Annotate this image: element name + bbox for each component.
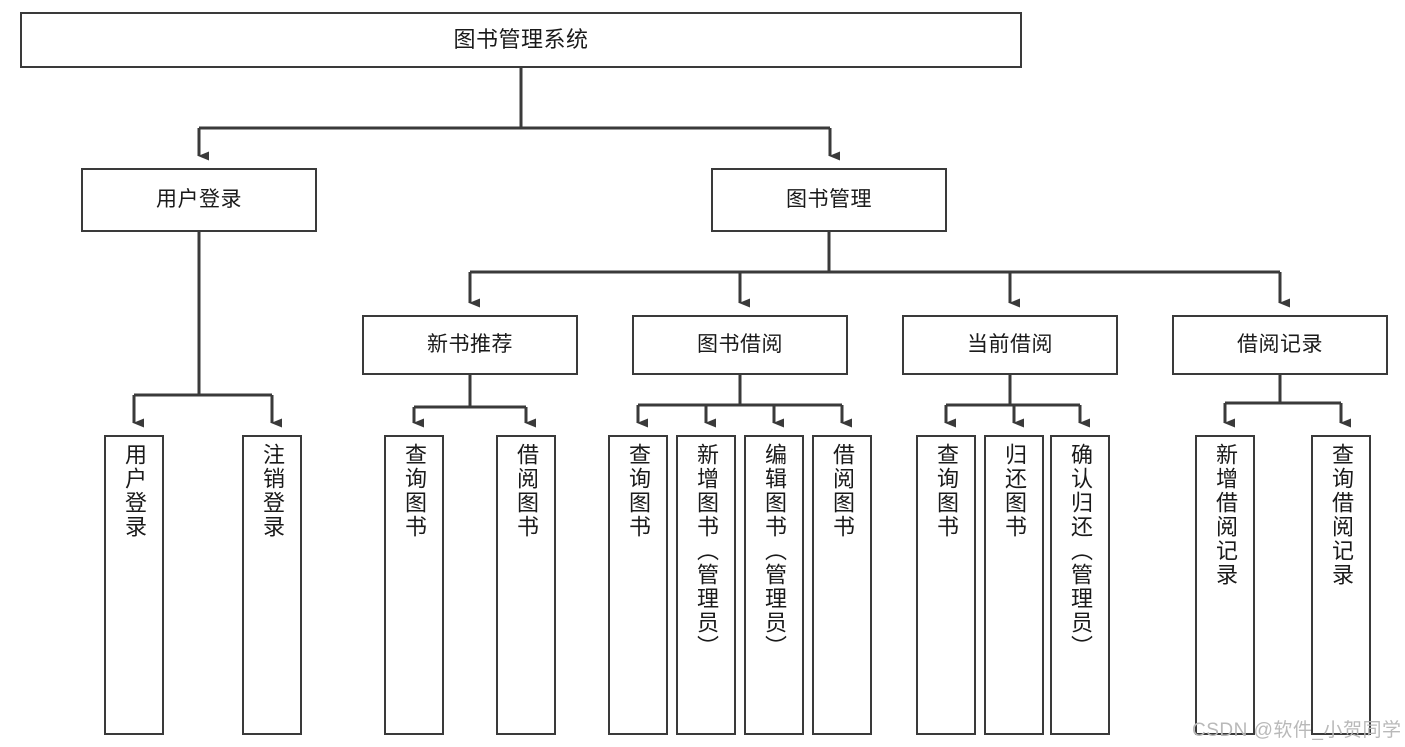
node-current-borrow[interactable]: 当前借阅 bbox=[902, 315, 1118, 375]
node-label: 归还图书 bbox=[1002, 443, 1027, 539]
node-label: 查询图书 bbox=[934, 443, 959, 539]
node-book-borrow[interactable]: 图书借阅 bbox=[632, 315, 848, 375]
node-label: 查询图书 bbox=[402, 443, 427, 539]
node-label: 注销登录 bbox=[260, 443, 285, 539]
node-book-management[interactable]: 图书管理 bbox=[711, 168, 947, 232]
csdn-watermark: CSDN @软件_小贺同学 bbox=[1192, 720, 1402, 741]
node-label: 借阅记录 bbox=[1237, 332, 1323, 356]
node-leaf-borrow-book-1[interactable]: 借阅图书 bbox=[496, 435, 556, 735]
node-label: 新增借阅记录 bbox=[1213, 443, 1238, 587]
node-leaf-add-book[interactable]: 新增图书（管理员） bbox=[676, 435, 736, 735]
node-leaf-add-record[interactable]: 新增借阅记录 bbox=[1195, 435, 1255, 735]
node-user-login[interactable]: 用户登录 bbox=[81, 168, 317, 232]
node-book-management-system[interactable]: 图书管理系统 bbox=[20, 12, 1022, 68]
node-leaf-query-book-2[interactable]: 查询图书 bbox=[608, 435, 668, 735]
node-leaf-query-record[interactable]: 查询借阅记录 bbox=[1311, 435, 1371, 735]
node-leaf-confirm-return[interactable]: 确认归还（管理员） bbox=[1050, 435, 1110, 735]
node-leaf-query-book-1[interactable]: 查询图书 bbox=[384, 435, 444, 735]
node-leaf-query-book-3[interactable]: 查询图书 bbox=[916, 435, 976, 735]
node-label: 查询图书 bbox=[626, 443, 651, 539]
node-label: 用户登录 bbox=[122, 443, 147, 539]
node-label: 当前借阅 bbox=[967, 332, 1053, 356]
node-label: 图书管理系统 bbox=[453, 27, 589, 53]
node-leaf-user-login[interactable]: 用户登录 bbox=[104, 435, 164, 735]
node-label: 图书借阅 bbox=[697, 332, 783, 356]
node-label: 查询借阅记录 bbox=[1329, 443, 1354, 587]
node-label: 图书管理 bbox=[786, 187, 872, 211]
node-label: 确认归还（管理员） bbox=[1068, 443, 1093, 659]
node-leaf-logout[interactable]: 注销登录 bbox=[242, 435, 302, 735]
node-label: 编辑图书（管理员） bbox=[762, 443, 787, 659]
node-new-book-recommend[interactable]: 新书推荐 bbox=[362, 315, 578, 375]
node-label: 用户登录 bbox=[156, 187, 242, 211]
node-leaf-edit-book[interactable]: 编辑图书（管理员） bbox=[744, 435, 804, 735]
node-leaf-borrow-book-2[interactable]: 借阅图书 bbox=[812, 435, 872, 735]
node-borrow-record[interactable]: 借阅记录 bbox=[1172, 315, 1388, 375]
node-leaf-return-book[interactable]: 归还图书 bbox=[984, 435, 1044, 735]
node-label: 借阅图书 bbox=[830, 443, 855, 539]
node-label: 新增图书（管理员） bbox=[694, 443, 719, 659]
node-label: 借阅图书 bbox=[514, 443, 539, 539]
node-label: 新书推荐 bbox=[427, 332, 513, 356]
